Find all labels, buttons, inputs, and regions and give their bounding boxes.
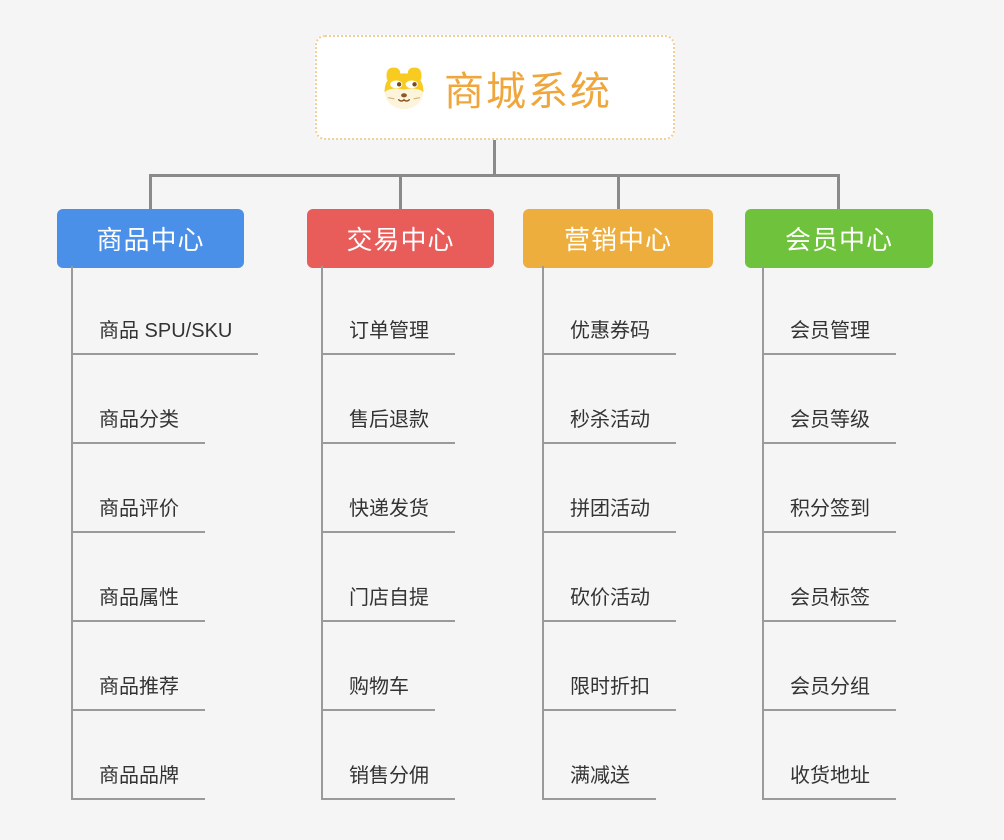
leaf-node[interactable]: 会员等级 [762, 355, 1004, 444]
leaf-node[interactable]: 收货地址 [762, 711, 1004, 800]
children-column-member: 会员管理 会员等级 积分签到 会员标签 会员分组 收货地址 [762, 266, 1004, 800]
leaf-label: 商品品牌 [71, 759, 205, 800]
branch-label: 会员中心 [784, 225, 893, 255]
leaf-node[interactable]: 购物车 [321, 622, 571, 711]
leaf-label: 优惠券码 [542, 314, 676, 355]
leaf-node[interactable]: 商品评价 [71, 444, 321, 533]
leaf-label: 满减送 [542, 759, 656, 800]
root-title: 商城系统 [444, 69, 612, 114]
leaf-label: 砍价活动 [542, 581, 676, 622]
children-column-trade: 订单管理 售后退款 快递发货 门店自提 购物车 销售分佣 [321, 266, 571, 800]
leaf-node[interactable]: 限时折扣 [542, 622, 792, 711]
leaf-node[interactable]: 积分签到 [762, 444, 1004, 533]
leaf-label: 购物车 [321, 670, 435, 711]
leaf-node[interactable]: 满减送 [542, 711, 792, 800]
leaf-label: 会员标签 [762, 581, 896, 622]
branch-node-trade-center[interactable]: 交易中心 [307, 209, 494, 268]
leaf-node[interactable]: 商品 SPU/SKU [71, 266, 321, 355]
leaf-node[interactable]: 门店自提 [321, 533, 571, 622]
branch-node-member-center[interactable]: 会员中心 [745, 209, 933, 268]
leaf-label: 快递发货 [321, 492, 455, 533]
column-connector-line [762, 266, 764, 800]
leaf-label: 秒杀活动 [542, 403, 676, 444]
branch-label: 交易中心 [346, 225, 455, 255]
leaf-label: 商品分类 [71, 403, 205, 444]
leaf-node[interactable]: 会员标签 [762, 533, 1004, 622]
leaf-label: 商品推荐 [71, 670, 205, 711]
leaf-label: 门店自提 [321, 581, 455, 622]
leaf-label: 会员等级 [762, 403, 896, 444]
leaf-label: 限时折扣 [542, 670, 676, 711]
leaf-node[interactable]: 秒杀活动 [542, 355, 792, 444]
leaf-node[interactable]: 商品推荐 [71, 622, 321, 711]
column-connector-line [71, 266, 73, 800]
leaf-node[interactable]: 销售分佣 [321, 711, 571, 800]
leaf-label: 商品属性 [71, 581, 205, 622]
leaf-label: 售后退款 [321, 403, 455, 444]
leaf-label: 商品评价 [71, 492, 205, 533]
leaf-node[interactable]: 拼团活动 [542, 444, 792, 533]
column-connector-line [542, 266, 544, 800]
column-connector-line [321, 266, 323, 800]
leaf-label: 拼团活动 [542, 492, 676, 533]
leaf-node[interactable]: 商品分类 [71, 355, 321, 444]
leaf-node[interactable]: 订单管理 [321, 266, 571, 355]
connector-drop-3 [617, 174, 620, 210]
leaf-label: 商品 SPU/SKU [71, 314, 259, 355]
leaf-node[interactable]: 砍价活动 [542, 533, 792, 622]
leaf-node[interactable]: 会员管理 [762, 266, 1004, 355]
leaf-node[interactable]: 售后退款 [321, 355, 571, 444]
children-column-product: 商品 SPU/SKU 商品分类 商品评价 商品属性 商品推荐 商品品牌 [71, 266, 321, 800]
leaf-label: 销售分佣 [321, 759, 455, 800]
leaf-label: 会员分组 [762, 670, 896, 711]
connector-root-stub [493, 138, 496, 176]
leaf-node[interactable]: 会员分组 [762, 622, 1004, 711]
connector-drop-1 [149, 174, 152, 210]
children-column-marketing: 优惠券码 秒杀活动 拼团活动 砍价活动 限时折扣 满减送 [542, 266, 792, 800]
shiba-dog-icon [384, 67, 424, 109]
leaf-node[interactable]: 商品品牌 [71, 711, 321, 800]
branch-node-marketing-center[interactable]: 营销中心 [523, 209, 713, 268]
connector-drop-2 [399, 174, 402, 210]
leaf-label: 会员管理 [762, 314, 896, 355]
leaf-node[interactable]: 优惠券码 [542, 266, 792, 355]
connector-bus [149, 174, 840, 177]
leaf-node[interactable]: 商品属性 [71, 533, 321, 622]
branch-label: 营销中心 [563, 225, 672, 255]
root-node[interactable]: 商城系统 [315, 35, 675, 140]
leaf-label: 订单管理 [321, 314, 455, 355]
leaf-node[interactable]: 快递发货 [321, 444, 571, 533]
connector-drop-4 [837, 174, 840, 210]
leaf-label: 积分签到 [762, 492, 896, 533]
branch-node-product-center[interactable]: 商品中心 [57, 209, 244, 268]
leaf-label: 收货地址 [762, 759, 896, 800]
branch-label: 商品中心 [96, 225, 205, 255]
